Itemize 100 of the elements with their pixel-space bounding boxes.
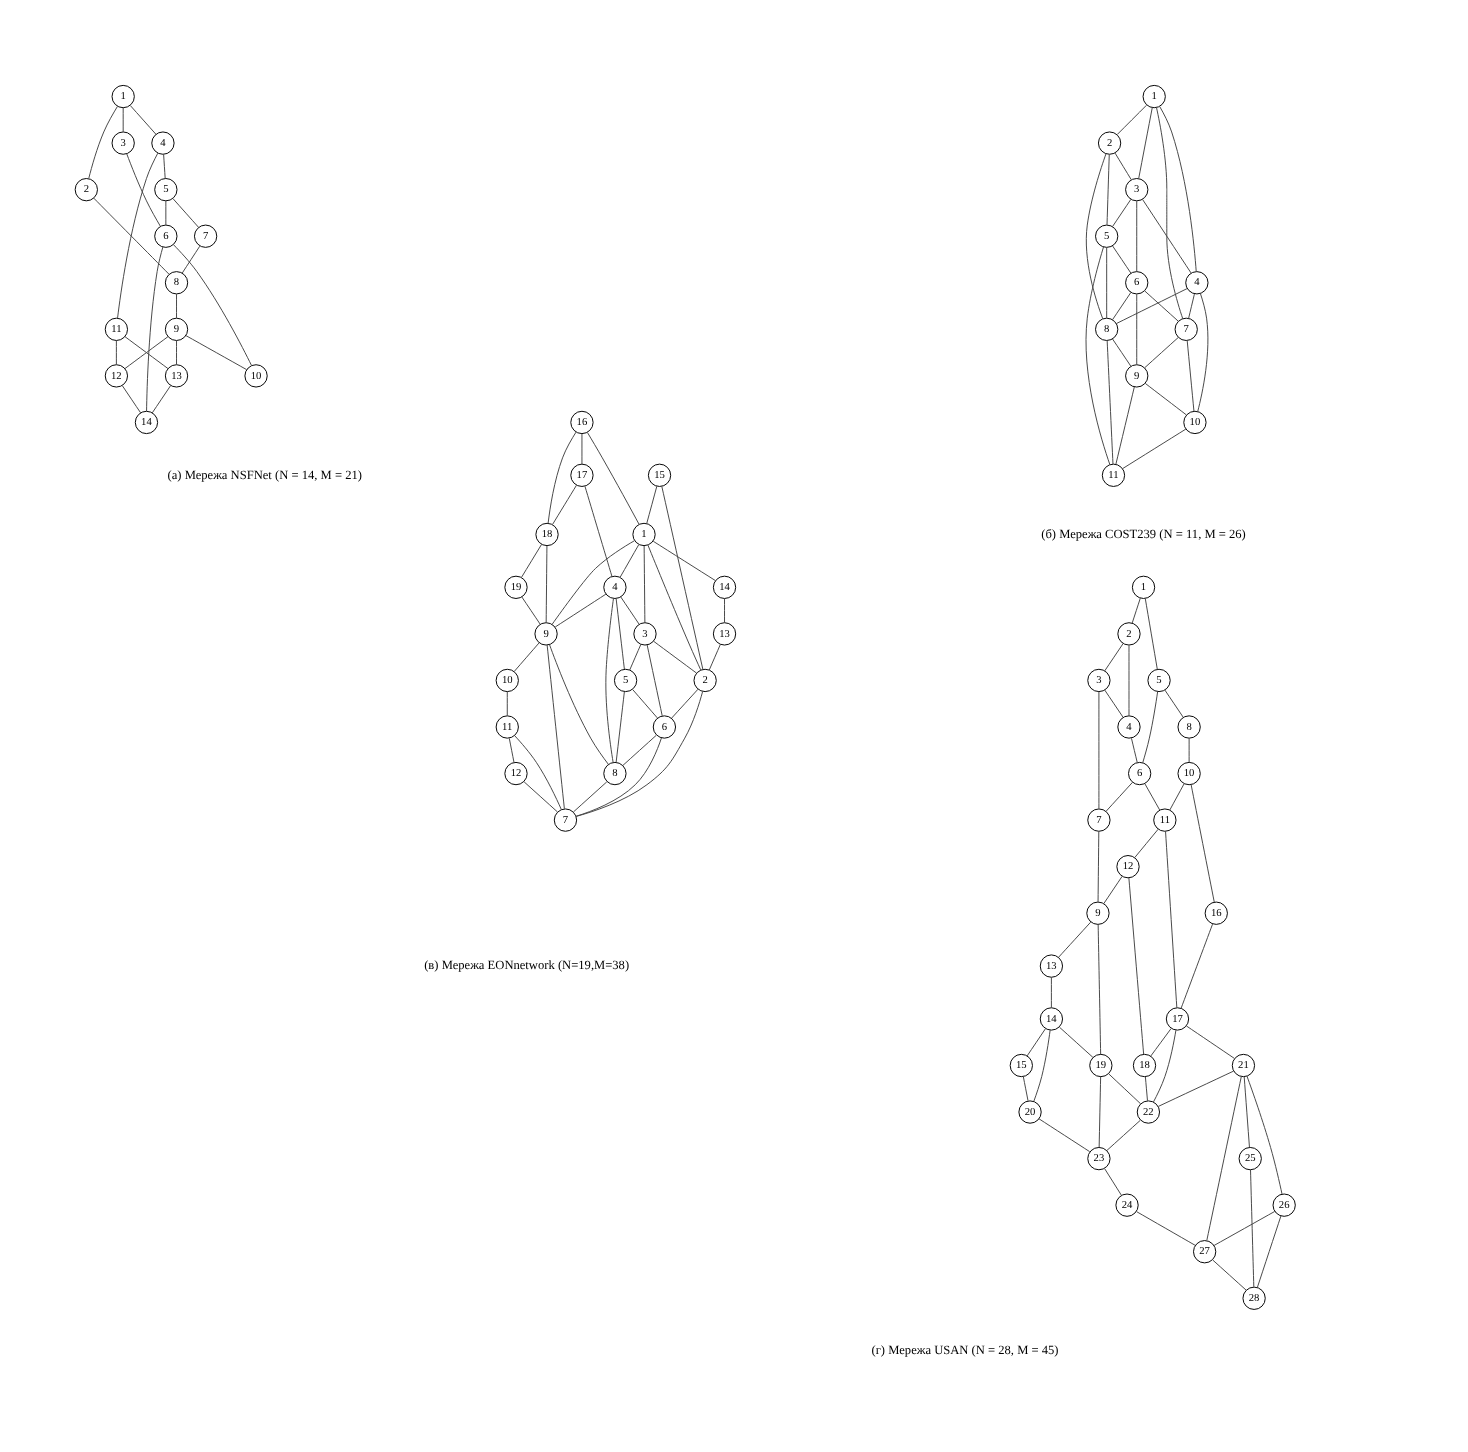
connector — [724, 597, 725, 623]
connector — [1059, 1025, 1094, 1057]
connector — [622, 733, 657, 765]
connector — [632, 688, 658, 718]
connector — [573, 780, 608, 812]
connector — [1136, 1210, 1196, 1245]
connector — [1188, 736, 1190, 762]
connector — [1115, 385, 1135, 464]
connector — [126, 152, 161, 226]
connector — [513, 641, 540, 671]
connector — [1190, 783, 1215, 902]
connector — [151, 383, 172, 413]
connector — [1138, 106, 1153, 179]
connector — [1144, 289, 1179, 321]
connector — [115, 339, 117, 365]
connector — [605, 597, 614, 762]
connector — [652, 539, 716, 581]
connector — [1033, 1028, 1051, 1101]
connector — [1022, 1075, 1029, 1101]
connector — [551, 539, 635, 624]
connector — [1128, 643, 1130, 716]
connector — [1212, 1258, 1247, 1290]
connector — [1111, 197, 1132, 227]
connector — [1103, 874, 1123, 904]
connector — [575, 736, 662, 816]
connector — [547, 430, 577, 523]
connector — [615, 597, 625, 669]
connector — [1104, 1167, 1122, 1195]
connector — [1188, 292, 1195, 318]
connector — [554, 592, 607, 627]
connector — [1150, 1027, 1172, 1056]
connector — [708, 642, 721, 670]
connector — [545, 544, 548, 623]
connector — [185, 334, 248, 370]
connector — [1136, 292, 1138, 365]
connector — [1116, 103, 1147, 134]
connector — [1106, 1118, 1141, 1150]
connector — [552, 483, 577, 524]
connector — [1164, 688, 1184, 717]
connector — [1112, 337, 1132, 366]
connector — [1185, 1024, 1235, 1058]
connector — [1144, 336, 1179, 368]
connector — [514, 734, 562, 810]
connector — [523, 780, 558, 812]
connector — [1098, 690, 1100, 809]
connector — [172, 197, 200, 227]
connector — [1142, 690, 1159, 763]
connector — [1159, 105, 1197, 271]
connector — [508, 736, 515, 762]
connector — [124, 335, 169, 369]
connector — [619, 543, 640, 577]
connector — [1250, 1168, 1255, 1287]
connector — [629, 642, 642, 670]
connector — [1243, 1075, 1250, 1147]
connector — [1197, 292, 1209, 411]
connector — [1097, 830, 1100, 902]
connector — [1157, 1069, 1235, 1106]
connector — [646, 484, 658, 523]
connector — [1165, 829, 1178, 1008]
connector — [173, 243, 252, 365]
connector — [1098, 1075, 1102, 1147]
connector — [1144, 596, 1158, 669]
connector — [1115, 287, 1188, 324]
connector — [1186, 339, 1195, 411]
connector — [1104, 688, 1124, 717]
connector — [1169, 782, 1185, 810]
connector — [581, 432, 583, 464]
connector — [1111, 290, 1132, 320]
connector — [549, 643, 609, 764]
connector — [1256, 1214, 1282, 1287]
connector — [176, 339, 177, 365]
connector — [121, 383, 142, 413]
connector — [643, 544, 646, 623]
connector — [1246, 1074, 1283, 1194]
connector — [1085, 245, 1111, 464]
connector — [1097, 923, 1102, 1054]
connector — [1206, 1075, 1242, 1240]
connector — [546, 643, 565, 809]
connector — [130, 104, 157, 134]
connector — [620, 595, 640, 624]
connector — [586, 430, 640, 524]
connector — [521, 542, 543, 577]
connector — [521, 595, 541, 624]
connector — [117, 151, 159, 318]
connector — [647, 543, 702, 670]
connector — [506, 690, 508, 716]
connector — [1108, 1072, 1142, 1104]
connector — [646, 643, 663, 716]
connector — [1144, 381, 1187, 415]
connector — [653, 639, 697, 673]
connector — [584, 484, 613, 577]
connector — [1104, 641, 1124, 671]
connector — [163, 152, 166, 178]
connector — [1105, 780, 1134, 811]
connector — [122, 106, 124, 132]
connector — [1038, 1117, 1091, 1152]
connector — [1134, 827, 1159, 858]
connector — [1106, 153, 1110, 225]
connector — [1106, 246, 1108, 318]
connector — [93, 196, 170, 274]
